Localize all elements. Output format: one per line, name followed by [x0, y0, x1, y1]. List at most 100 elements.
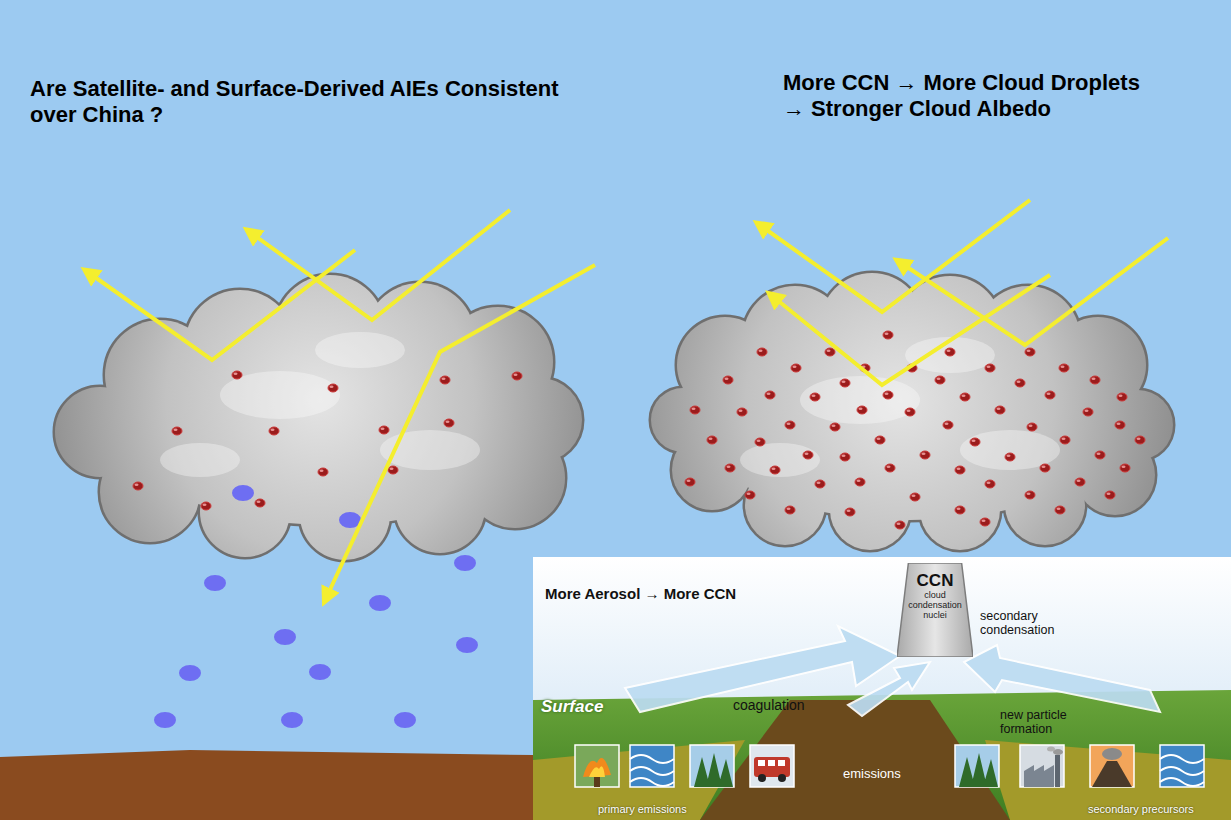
- cloud-texture: [220, 371, 340, 419]
- cloud-droplet: [943, 421, 953, 429]
- factory-icon: [1020, 745, 1064, 787]
- cloud-droplet: [133, 482, 143, 490]
- cloud-outline: [651, 273, 1173, 550]
- cloud-texture: [740, 443, 820, 477]
- cloud-droplet: [133, 371, 522, 510]
- cloud-droplet: [935, 376, 945, 384]
- volcano-icon: [1090, 745, 1134, 787]
- cloud-droplet: [201, 502, 211, 510]
- ccn-pillar: CCNcloud condensation nuclei: [897, 563, 973, 657]
- cloud-droplet: [885, 464, 895, 472]
- sea-spray-icon: [1160, 745, 1204, 787]
- cloud-body: [115, 325, 545, 525]
- cloud-droplet: [945, 348, 955, 356]
- sea-spray-icon: [1160, 745, 1204, 787]
- cloud-droplet: [232, 371, 242, 379]
- cloud-droplet: [172, 427, 182, 435]
- title-box: Are Satellite- and Surface-Derived AIEs …: [30, 76, 590, 129]
- cloud-droplet: [845, 508, 855, 516]
- cloud-droplet: [1027, 423, 1037, 431]
- cloud-droplet: [512, 372, 522, 380]
- sunlight-ray: [764, 200, 1030, 312]
- cloud-droplet: [955, 506, 965, 514]
- cloud-droplet: [745, 491, 755, 499]
- flow-arrow: [964, 645, 1160, 712]
- cloud-droplet: [803, 451, 813, 459]
- sunlight-ray: [764, 200, 1168, 385]
- cloud-droplet: [1025, 491, 1035, 499]
- factory-icon: [1020, 745, 1064, 787]
- cloud-droplet: [920, 451, 930, 459]
- cloud-body: [695, 330, 1125, 520]
- cloud-droplet: [1105, 491, 1115, 499]
- ground: [0, 750, 533, 820]
- cloud-droplet: [1075, 478, 1085, 486]
- traffic-icon: [750, 745, 794, 787]
- cloud-outline: [115, 325, 545, 525]
- cloud-droplet: [955, 466, 965, 474]
- traffic-icon: [758, 774, 766, 782]
- emission-band: [700, 700, 1010, 820]
- process-label: secondary condensation: [980, 609, 1080, 638]
- cloud-texture: [315, 332, 405, 368]
- cloud-droplet: [985, 480, 995, 488]
- rain-drop: [369, 595, 391, 611]
- cloud-droplet: [723, 376, 733, 384]
- cloud-droplet: [840, 453, 850, 461]
- cloud-droplet: [690, 406, 700, 414]
- cloud-droplet: [737, 408, 747, 416]
- sunlight-ray: [92, 250, 355, 360]
- cloud-droplet: [980, 518, 990, 526]
- cloud-droplet: [855, 478, 865, 486]
- cloud-droplet: [1083, 408, 1093, 416]
- cloud-droplet: [985, 364, 995, 372]
- sunlight-ray: [904, 238, 1168, 345]
- sunlight-ray: [92, 210, 595, 594]
- cloud-droplet: [810, 393, 820, 401]
- volcano-icon: [1090, 745, 1134, 787]
- headline-note: More CCN → More Cloud Droplets → Stronge…: [783, 70, 1155, 123]
- cloud-droplet: [815, 480, 825, 488]
- cloud-droplet: [725, 464, 735, 472]
- cloud-droplet: [255, 499, 265, 507]
- volcano-icon: [1102, 748, 1122, 760]
- ground-label: Surface: [541, 697, 603, 717]
- cloud-droplet: [685, 331, 1145, 529]
- factory-icon: [1024, 765, 1054, 787]
- traffic-icon: [768, 760, 775, 766]
- fire-icon: [583, 758, 611, 777]
- cloud-droplet: [970, 438, 980, 446]
- forest-icon: [690, 745, 734, 787]
- cloud-droplet: [1055, 506, 1065, 514]
- inset-illustration: [533, 557, 1231, 820]
- ccn-pillar-outline: [897, 563, 973, 657]
- fire-icon: [589, 766, 605, 777]
- rain-drop: [454, 555, 476, 571]
- cloud-droplet: [785, 506, 795, 514]
- rain-drop: [456, 637, 478, 653]
- cloud-texture: [160, 332, 480, 477]
- cloud-droplet: [1117, 393, 1127, 401]
- cloud-droplet: [269, 427, 279, 435]
- flow-arrow: [625, 626, 1160, 716]
- traffic-icon: [758, 760, 765, 766]
- sunlight-ray: [254, 210, 510, 320]
- rain-drop: [232, 485, 254, 501]
- node-text: cloud condensation nuclei: [903, 591, 967, 621]
- cloud-texture: [740, 337, 1060, 477]
- node-text: CCN: [903, 571, 967, 591]
- cloud-droplet: [685, 478, 695, 486]
- traffic-icon: [778, 774, 786, 782]
- cloud-droplet: [857, 406, 867, 414]
- rain-drop: [179, 665, 201, 681]
- secondary-source-field: [985, 740, 1231, 820]
- traffic-icon: [778, 760, 785, 766]
- sea-spray-icon: [630, 755, 674, 786]
- sea-spray-icon: [1160, 755, 1204, 786]
- rain-drop: [154, 712, 176, 728]
- cloud-droplet: [1135, 436, 1145, 444]
- rain-drop: [274, 629, 296, 645]
